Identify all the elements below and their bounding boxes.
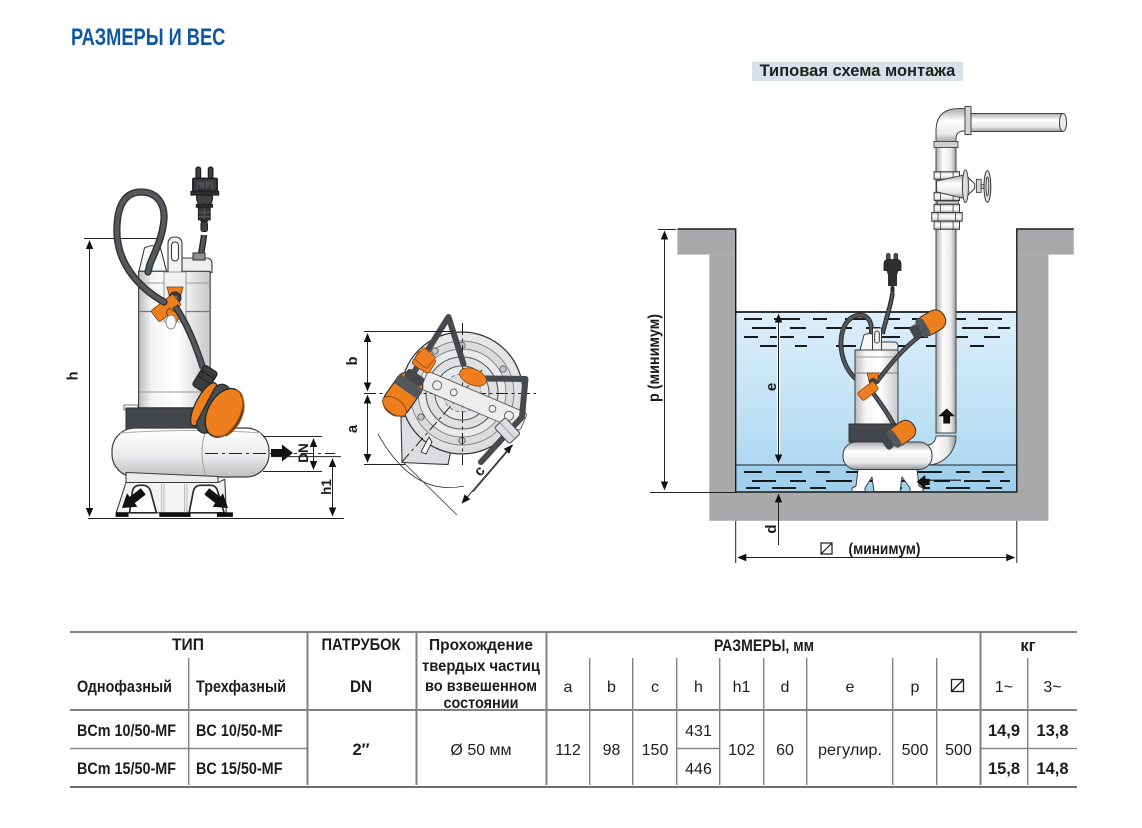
svg-text:(минимум): (минимум) bbox=[849, 541, 921, 558]
svg-text:a: a bbox=[345, 424, 361, 433]
svg-text:60: 60 bbox=[776, 742, 794, 759]
svg-text:ПАТРУБОК: ПАТРУБОК bbox=[322, 636, 402, 654]
svg-text:p: p bbox=[911, 679, 920, 696]
svg-text:112: 112 bbox=[555, 742, 581, 759]
svg-text:кг: кг bbox=[1020, 637, 1035, 655]
svg-text:h1: h1 bbox=[319, 479, 334, 495]
svg-text:Однофазный: Однофазный bbox=[77, 678, 172, 696]
svg-text:во взвешенном: во взвешенном bbox=[425, 678, 537, 695]
svg-text:b: b bbox=[345, 356, 361, 365]
svg-text:a: a bbox=[564, 679, 573, 696]
svg-text:DN: DN bbox=[350, 678, 372, 696]
svg-text:13,8: 13,8 bbox=[1036, 722, 1068, 740]
svg-text:BC 10/50-MF: BC 10/50-MF bbox=[196, 722, 283, 740]
svg-text:h: h bbox=[66, 372, 82, 381]
svg-text:Прохождение: Прохождение bbox=[429, 637, 533, 654]
svg-text:РАЗМЕРЫ, мм: РАЗМЕРЫ, мм bbox=[714, 637, 814, 655]
svg-text:h: h bbox=[694, 679, 703, 696]
svg-text:b: b bbox=[607, 679, 616, 696]
svg-text:d: d bbox=[781, 679, 790, 696]
svg-text:1~: 1~ bbox=[995, 679, 1013, 696]
svg-text:431: 431 bbox=[685, 723, 712, 740]
svg-text:d: d bbox=[763, 524, 780, 533]
svg-text:BCm 10/50-MF: BCm 10/50-MF bbox=[77, 722, 176, 740]
svg-text:500: 500 bbox=[902, 742, 929, 759]
svg-text:ТИП: ТИП bbox=[172, 636, 204, 654]
svg-text:р (минимум): р (минимум) bbox=[646, 314, 663, 402]
svg-text:3~: 3~ bbox=[1043, 679, 1061, 696]
svg-text:102: 102 bbox=[728, 742, 755, 759]
svg-text:14,9: 14,9 bbox=[988, 722, 1020, 740]
svg-text:500: 500 bbox=[945, 742, 972, 759]
svg-text:твердых частиц: твердых частиц bbox=[422, 658, 540, 675]
svg-text:c: c bbox=[651, 679, 659, 696]
svg-text:Трехфазный: Трехфазный bbox=[196, 678, 286, 696]
svg-text:состоянии: состоянии bbox=[444, 695, 519, 712]
svg-text:h1: h1 bbox=[733, 679, 751, 696]
svg-text:Ø 50 мм: Ø 50 мм bbox=[450, 742, 511, 759]
svg-text:BC 15/50-MF: BC 15/50-MF bbox=[196, 760, 283, 778]
svg-text:BCm 15/50-MF: BCm 15/50-MF bbox=[77, 760, 176, 778]
svg-text:150: 150 bbox=[642, 742, 669, 759]
svg-text:регулир.: регулир. bbox=[818, 742, 882, 759]
svg-text:e: e bbox=[846, 679, 855, 696]
svg-text:14,8: 14,8 bbox=[1036, 760, 1068, 778]
svg-text:e: e bbox=[763, 383, 780, 391]
svg-text:DN: DN bbox=[296, 443, 311, 463]
svg-text:98: 98 bbox=[603, 742, 621, 759]
svg-text:446: 446 bbox=[685, 761, 712, 778]
svg-text:2″: 2″ bbox=[352, 741, 369, 759]
svg-text:15,8: 15,8 bbox=[988, 760, 1020, 778]
